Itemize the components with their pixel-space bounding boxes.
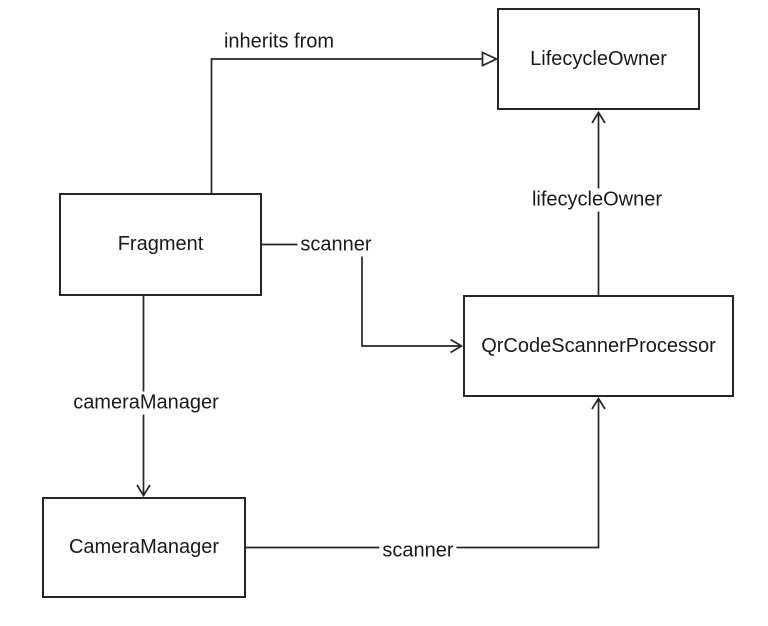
- edge-fragment-scanner: [262, 243, 461, 347]
- node-camera-manager: CameraManager: [42, 497, 246, 598]
- edge-label-fragment-scanner: scanner: [297, 233, 375, 257]
- node-fragment: Fragment: [59, 193, 262, 296]
- node-fragment-label: Fragment: [117, 233, 204, 255]
- open-arrowhead-icon: [591, 110, 606, 124]
- edge-label-camera-scanner: scanner: [379, 539, 457, 563]
- open-arrowhead-icon: [450, 338, 464, 354]
- open-arrowhead-icon: [136, 484, 151, 498]
- node-lifecycle-owner: LifecycleOwner: [497, 8, 700, 110]
- node-lifecycle-owner-label: LifecycleOwner: [530, 47, 667, 70]
- edge-label-camera-manager: cameraManager: [70, 391, 222, 415]
- hollow-triangle-arrowhead-icon: [481, 51, 499, 67]
- open-arrowhead-icon: [591, 396, 606, 410]
- node-camera-manager-label: CameraManager: [68, 536, 220, 558]
- node-qr-code-scanner-processor: QrCodeScannerProcessor: [463, 295, 734, 397]
- edge-label-inherits-from: inherits from: [223, 30, 335, 53]
- edge-camera-scanner: [246, 398, 600, 549]
- node-qr-code-scanner-processor-label: QrCodeScannerProcessor: [481, 334, 716, 357]
- edge-inherits-from: [210, 58, 483, 193]
- edge-label-lifecycle-owner: lifecycleOwner: [528, 188, 666, 212]
